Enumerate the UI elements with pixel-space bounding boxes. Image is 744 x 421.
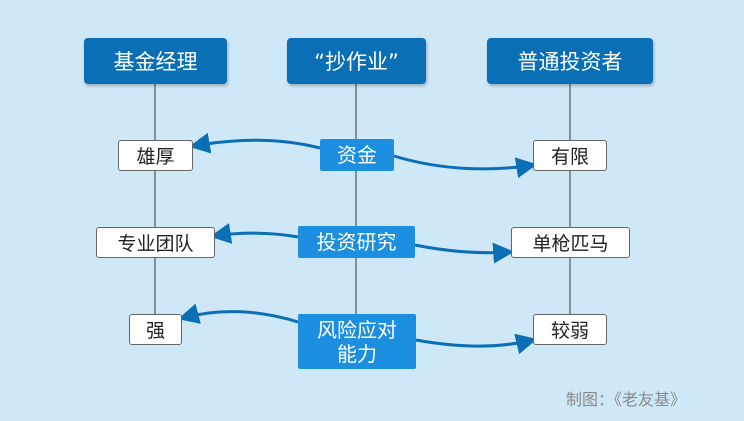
research-factor-box: 投资研究 — [298, 226, 415, 258]
risk-factor-box: 风险应对 能力 — [298, 314, 416, 369]
risk-to-investor-arrow — [415, 333, 538, 355]
fund-manager-header: 基金经理 — [84, 38, 227, 84]
manager-funds-box: 雄厚 — [118, 140, 193, 171]
investor-risk-box: 较弱 — [533, 314, 607, 345]
manager-research-box: 专业团队 — [96, 227, 215, 258]
funds-to-manager-arrow — [188, 132, 321, 154]
credit-caption: 制图：《老友基》 — [566, 390, 687, 409]
research-to-investor-arrow — [414, 242, 515, 264]
copy-homework-header: “抄作业” — [287, 38, 426, 84]
research-to-manager-arrow — [209, 223, 299, 244]
manager-risk-box: 强 — [129, 314, 182, 345]
risk-to-manager-arrow — [177, 303, 299, 324]
investor-research-box: 单枪匹马 — [511, 227, 630, 258]
ordinary-investor-header: 普通投资者 — [487, 38, 653, 84]
funds-factor-box: 资金 — [320, 139, 394, 171]
investor-funds-box: 有限 — [533, 140, 607, 171]
funds-to-investor-arrow — [393, 154, 538, 179]
